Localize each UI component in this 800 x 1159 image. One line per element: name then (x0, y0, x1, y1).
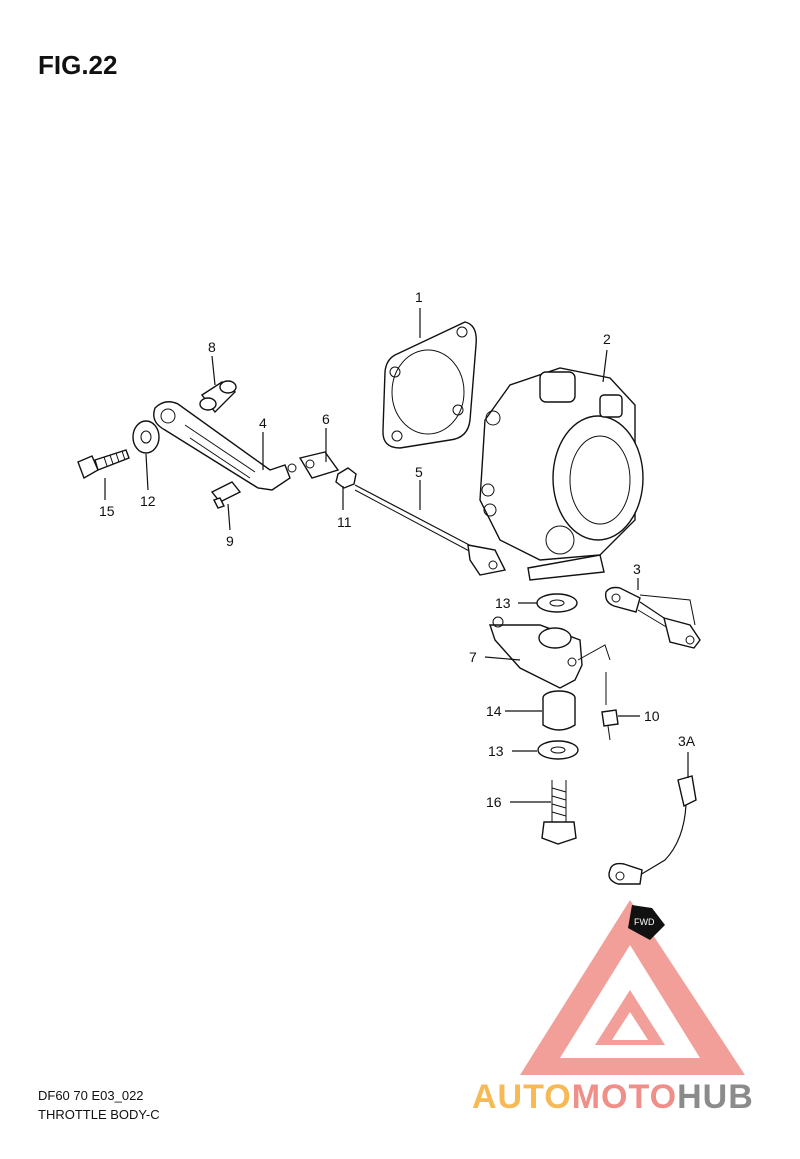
callout-8: 8 (208, 339, 216, 355)
watermark-moto: MOTO (571, 1078, 678, 1116)
footer-diagram-code: DF60 70 E03_022 (38, 1088, 144, 1103)
wire-part-3A (608, 775, 697, 885)
callout-5: 5 (415, 464, 423, 480)
leader-lines (104, 308, 689, 803)
bolt-part-15 (77, 449, 130, 480)
joint-part-6 (298, 451, 340, 479)
collar-part-14 (542, 690, 576, 731)
watermark-brand: AUTOMOTOHUB (472, 1078, 754, 1117)
callout-1: 1 (415, 289, 423, 305)
callout-6: 6 (322, 411, 330, 427)
callout-4: 4 (259, 415, 267, 431)
throttle-body-part-2 (479, 367, 644, 581)
gasket-part-1 (382, 321, 477, 449)
callout-13-upper: 13 (495, 595, 511, 611)
watermark-auto: AUTO (472, 1078, 572, 1116)
callout-2: 2 (603, 331, 611, 347)
callout-9: 9 (226, 533, 234, 549)
callout-15: 15 (99, 503, 115, 519)
washer-part-13-upper (536, 593, 578, 613)
callout-10: 10 (644, 708, 660, 724)
callout-3A: 3A (678, 733, 696, 749)
watermark-hub: HUB (677, 1078, 754, 1116)
footer-diagram-name: THROTTLE BODY-C (38, 1107, 160, 1122)
stud-part-9 (210, 481, 242, 509)
figure-title: FIG.22 (38, 50, 118, 80)
lever-part-4 (153, 401, 297, 491)
bolt-part-16 (541, 780, 577, 845)
callout-7: 7 (469, 649, 477, 665)
nut-part-11 (335, 467, 357, 489)
callout-13-lower: 13 (488, 743, 504, 759)
washer-part-13-lower (537, 740, 579, 760)
screw-part-10 (601, 709, 619, 741)
callout-labels: 1 2 3 3A 4 5 6 7 8 9 10 11 12 13 13 14 1… (99, 289, 696, 810)
rod-part-5 (354, 484, 507, 576)
collar-part-8 (199, 380, 237, 414)
callout-14: 14 (486, 703, 502, 719)
fwd-tag: FWD (628, 905, 665, 940)
watermark-logo (520, 900, 745, 1075)
fwd-tag-label: FWD (634, 917, 655, 927)
rod-part-3 (604, 586, 701, 649)
callout-3: 3 (633, 561, 641, 577)
callout-16: 16 (486, 794, 502, 810)
callout-12: 12 (140, 493, 156, 509)
callout-11: 11 (337, 514, 352, 530)
washer-part-12 (132, 420, 160, 454)
cam-part-7 (489, 616, 611, 689)
